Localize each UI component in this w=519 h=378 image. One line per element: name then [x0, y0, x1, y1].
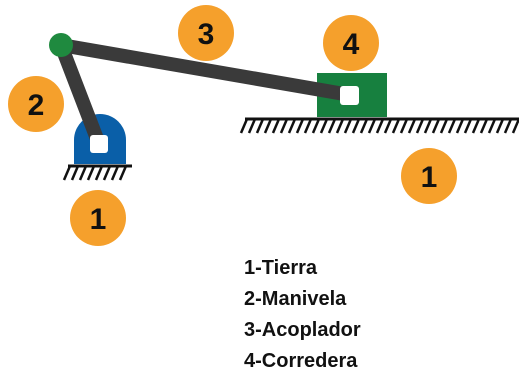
slider-ground-hatch — [399, 118, 409, 134]
crank-ground-hatch — [118, 165, 128, 181]
slider-ground-hatch — [367, 118, 377, 134]
slider-ground-hatch — [383, 118, 393, 134]
slider-ground-hatch — [279, 118, 289, 134]
slider-ground-hatch — [375, 118, 385, 134]
crank-ground-hatch — [86, 165, 96, 181]
slider-ground-hatch — [311, 118, 321, 134]
legend-item-crank: 2-Manivela — [244, 288, 347, 310]
slider-ground — [239, 117, 519, 134]
legend-item-ground: 1-Tierra — [244, 257, 318, 279]
crank-pivot-joint — [90, 135, 108, 153]
svg-text:3: 3 — [198, 18, 215, 51]
svg-text:4: 4 — [343, 28, 360, 61]
slider-ground-hatch — [263, 118, 273, 134]
slider-ground-hatch — [391, 118, 401, 134]
crank-ground-hatch — [78, 165, 88, 181]
crank-ground-hatch — [70, 165, 80, 181]
slider-ground-hatch — [439, 118, 449, 134]
crank-ground — [62, 164, 132, 181]
svg-text:1: 1 — [90, 203, 107, 236]
svg-text:1: 1 — [421, 161, 438, 194]
slider-ground-hatch — [447, 118, 457, 134]
slider-ground-hatch — [271, 118, 281, 134]
slider-ground-hatch — [423, 118, 433, 134]
svg-text:2: 2 — [28, 89, 45, 122]
badge-coupler: 3 — [178, 5, 234, 61]
slider-ground-hatch — [303, 118, 313, 134]
slider-ground-hatch — [407, 118, 417, 134]
slider-ground-hatch — [335, 118, 345, 134]
crank-ground-hatch — [62, 165, 72, 181]
slider-ground-hatch — [351, 118, 361, 134]
badge-ground-right: 1 — [401, 148, 457, 204]
slider-ground-hatch — [287, 118, 297, 134]
crank-ground-hatch — [102, 165, 112, 181]
slider-ground-hatch — [479, 118, 489, 134]
coupler-link — [59, 38, 352, 102]
legend: 1-Tierra 2-Manivela 3-Acoplador 4-Corred… — [244, 253, 361, 377]
slider-ground-hatch — [503, 118, 513, 134]
crank-coupler-joint — [49, 33, 73, 57]
crank-ground-hatch — [94, 165, 104, 181]
slider-ground-hatch — [415, 118, 425, 134]
badge-ground-left: 1 — [70, 190, 126, 246]
slider-ground-hatch — [431, 118, 441, 134]
slider-ground-hatch — [239, 118, 249, 134]
crank-ground-hatch — [110, 165, 120, 181]
slider-ground-hatch — [319, 118, 329, 134]
legend-item-coupler: 3-Acoplador — [244, 319, 361, 341]
legend-item-slider: 4-Corredera — [244, 350, 358, 372]
slider-ground-hatch — [511, 118, 519, 134]
badge-slider: 4 — [323, 15, 379, 71]
slider-joint — [340, 86, 359, 105]
slider-ground-hatch — [255, 118, 265, 134]
crank-link — [54, 38, 106, 151]
slider-ground-hatch — [455, 118, 465, 134]
slider-ground-hatch — [247, 118, 257, 134]
slider-ground-hatch — [327, 118, 337, 134]
slider-ground-hatch — [463, 118, 473, 134]
slider-ground-hatch — [487, 118, 497, 134]
slider-ground-hatch — [359, 118, 369, 134]
badge-crank: 2 — [8, 76, 64, 132]
slider-ground-hatch — [471, 118, 481, 134]
slider-ground-hatch — [295, 118, 305, 134]
slider-ground-hatch — [495, 118, 505, 134]
slider-ground-hatch — [343, 118, 353, 134]
